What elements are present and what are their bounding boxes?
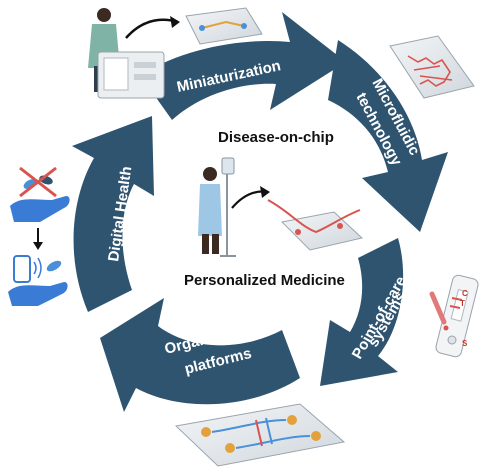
arrow-digital-health bbox=[72, 116, 154, 312]
arrow-microfluidic bbox=[328, 40, 448, 232]
arrowhead-icon bbox=[170, 16, 180, 28]
test-dropper-icon bbox=[429, 291, 449, 331]
curved-arrow-icon bbox=[125, 18, 179, 39]
microfluidic-network-chip-icon bbox=[389, 35, 475, 99]
strip-mark-s: S bbox=[462, 339, 468, 348]
lab-instrument-icon bbox=[97, 51, 165, 99]
arrowhead-center-icon bbox=[260, 186, 270, 198]
down-arrowhead-icon bbox=[33, 242, 43, 250]
arrow-point-of-care bbox=[320, 238, 404, 386]
strip-mark-t: T bbox=[460, 299, 465, 308]
test-cassette-icon: C T S bbox=[435, 274, 479, 358]
arrow-miniaturization bbox=[140, 12, 346, 120]
strip-mark-c: C bbox=[462, 289, 468, 298]
center-label-personalized-medicine: Personalized Medicine bbox=[184, 272, 345, 289]
disease-chip-icon bbox=[267, 199, 364, 251]
microfluidic-chip-icon bbox=[185, 7, 263, 45]
arrow-organ-on-chip bbox=[100, 298, 300, 412]
organ-chip-platform-icon bbox=[174, 403, 346, 467]
pill-hand-icon bbox=[10, 166, 70, 222]
smartphone-hand-icon bbox=[8, 255, 68, 306]
patient-with-iv-icon bbox=[198, 157, 236, 257]
center-label-disease-on-chip: Disease-on-chip bbox=[218, 129, 334, 146]
